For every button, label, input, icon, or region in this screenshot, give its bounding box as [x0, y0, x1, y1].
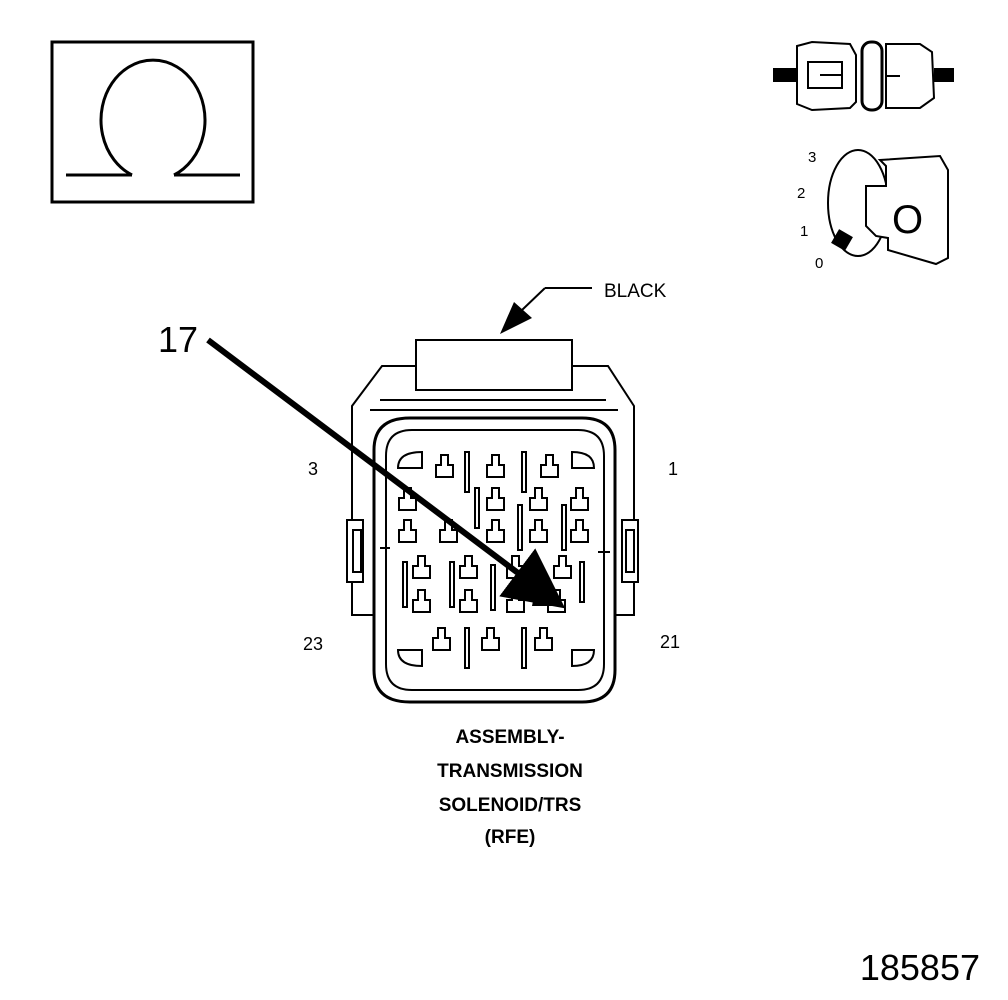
ignition-position-1: 1 — [800, 223, 808, 240]
pin-callout-arrowhead — [532, 586, 560, 606]
terminal-cavity — [412, 589, 431, 613]
pin-label-bottom-right: 21 — [660, 632, 680, 652]
connector-title-line-3: SOLENOID/TRS — [439, 795, 582, 816]
color-label-leader — [500, 287, 592, 334]
connector-title-line-1: ASSEMBLY- — [455, 727, 564, 748]
connector-color-label: BLACK — [604, 281, 667, 302]
terminal-cavity — [398, 519, 417, 543]
ignition-key-icon: O — [827, 149, 949, 266]
terminal-cavity — [459, 555, 478, 579]
connector-title-line-2: TRANSMISSION — [437, 761, 583, 782]
figure-number: 185857 — [860, 947, 980, 988]
terminal-cavity — [570, 519, 589, 543]
terminal-cavities — [380, 450, 610, 669]
terminal-cavity — [540, 454, 559, 478]
terminal-cavity — [486, 519, 505, 543]
ignition-position-3: 3 — [808, 149, 816, 166]
pin-label-top-right: 1 — [668, 459, 678, 479]
terminal-cavity — [486, 487, 505, 511]
connector-title-line-4: (RFE) — [485, 827, 536, 848]
ignition-position-2: 2 — [797, 185, 805, 202]
terminal-cavity — [412, 555, 431, 579]
terminal-cavity — [570, 487, 589, 511]
terminal-cavity — [481, 627, 500, 651]
pin-callout-arrow — [206, 337, 566, 609]
ignition-position-0: 0 — [815, 255, 823, 272]
terminal-cavity — [486, 454, 505, 478]
disconnect-connector-icon — [773, 40, 954, 112]
pin-callout-label: 17 — [158, 319, 198, 360]
ohm-meter-icon — [50, 40, 255, 204]
terminal-cavity — [435, 454, 454, 478]
terminal-cavity — [529, 487, 548, 511]
terminal-cavity — [534, 627, 553, 651]
pin-label-bottom-left: 23 — [303, 634, 323, 654]
key-glyph: O — [892, 198, 923, 242]
terminal-cavity — [529, 519, 548, 543]
terminal-cavity — [432, 627, 451, 651]
pin-label-top-left: 3 — [308, 459, 318, 479]
terminal-cavity — [459, 589, 478, 613]
